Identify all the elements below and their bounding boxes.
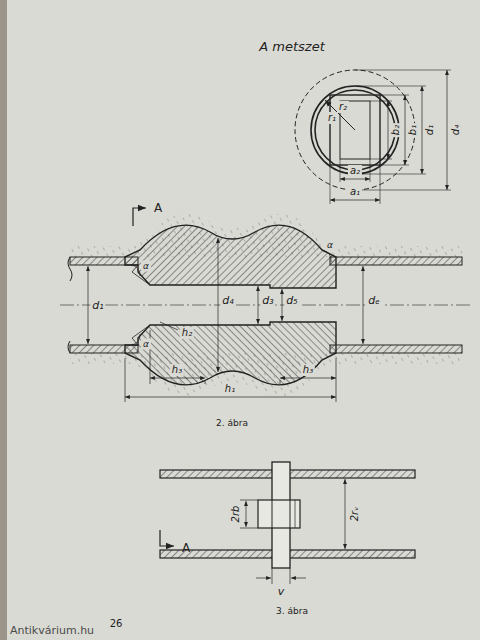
angle-label: α [325, 240, 335, 251]
drawing-line [290, 500, 291, 528]
pipe-joint-figure [60, 208, 472, 402]
drawing-line [240, 500, 258, 501]
drawing-line [150, 378, 205, 379]
dimension-label: d₄ [220, 294, 235, 307]
drawing-line [282, 289, 283, 321]
drawing-circle [295, 70, 415, 190]
drawing-line [340, 159, 341, 182]
dimension-label: h₂ [180, 327, 194, 339]
drawing-circle [315, 90, 395, 170]
drawing-path [160, 530, 174, 546]
section-mark: A [152, 201, 164, 215]
drawing-line [325, 100, 355, 130]
dimension-label: a₂ [348, 165, 362, 177]
section-view [295, 70, 451, 204]
section-mark: A [180, 541, 192, 555]
drawing-part [330, 257, 462, 265]
drawing-line [336, 358, 337, 402]
drawing-line [355, 86, 426, 87]
dimension-label: dₑ [366, 294, 382, 307]
dimension-label: d₁ [424, 123, 436, 137]
drawing-line [125, 397, 336, 398]
drawing-element [125, 322, 336, 385]
drawing-line [256, 578, 271, 579]
drawing-path [131, 265, 140, 276]
drawing-line [355, 70, 451, 71]
dimension-label: d₄ [450, 123, 462, 137]
drawing-line [125, 358, 126, 402]
dimension-label: 2rᵥ [349, 505, 361, 524]
drawing-line [447, 70, 448, 190]
figure-caption: 3. ábra [274, 606, 310, 617]
drawing-line [240, 528, 258, 529]
watermark: Antikvárium.hu [8, 624, 96, 637]
drawing-line [370, 159, 371, 182]
dimension-label: b₁ [407, 123, 419, 137]
binding-edge [0, 0, 7, 640]
radius-label: r₁ [326, 112, 338, 124]
drawing-line [272, 500, 273, 528]
pipe-plate-figure [160, 462, 415, 584]
drawing-line [380, 165, 381, 204]
drawing-line [370, 159, 392, 160]
drawing-line [422, 86, 423, 174]
drawing-path [133, 208, 146, 226]
drawing-line [290, 568, 291, 584]
drawing-line [88, 266, 89, 344]
drawing-line [280, 380, 281, 384]
dimension-label: b₂ [390, 123, 402, 137]
drawing-line [355, 174, 426, 175]
section-title: A metszet [257, 39, 326, 54]
drawing-line [330, 165, 331, 204]
drawing-line [355, 190, 451, 191]
dimension-label: h₃ [170, 364, 184, 376]
drawing-line [160, 322, 178, 330]
drawing-path [125, 225, 336, 290]
drawing-element [125, 225, 336, 290]
drawing-line [295, 500, 296, 528]
drawing-line [246, 501, 247, 527]
drawing-line [205, 380, 206, 384]
drawing-line [330, 200, 380, 201]
drawing-line [272, 568, 273, 584]
angle-label: α [141, 339, 151, 350]
dimension-label: a₁ [348, 186, 362, 198]
dimension-label: h₁ [223, 383, 237, 395]
drawing-line [280, 378, 336, 379]
drawing-path [131, 334, 140, 345]
dimension-label: d₅ [284, 294, 299, 307]
drawing-circle [311, 86, 399, 174]
drawing-line [405, 95, 406, 165]
drawing-line [388, 101, 389, 159]
dimension-label: d₃ [260, 294, 275, 307]
dimension-label: d₁ [90, 299, 105, 312]
drawing-part [330, 345, 462, 353]
drawing-path [322, 250, 331, 262]
drawing-line [370, 101, 392, 102]
drawing-line [291, 578, 306, 579]
dimension-label: h₃ [301, 364, 315, 376]
dimension-label: v [276, 585, 287, 598]
drawing-line [345, 479, 346, 549]
drawing-line [218, 238, 219, 372]
drawing-element [160, 479, 345, 584]
drawing-element [88, 208, 363, 402]
drawing-line [363, 266, 364, 344]
drawing-path [125, 322, 336, 385]
angle-label: α [141, 261, 151, 272]
drawing-part [258, 500, 300, 528]
drawing-path [125, 225, 336, 288]
figure-caption: 2. ábra [214, 418, 250, 429]
page-number: 26 [108, 618, 125, 630]
dimension-label: 2rb [230, 504, 242, 525]
drawing-line [340, 179, 370, 180]
radius-label: r₂ [337, 101, 349, 113]
drawing-line [258, 286, 259, 324]
